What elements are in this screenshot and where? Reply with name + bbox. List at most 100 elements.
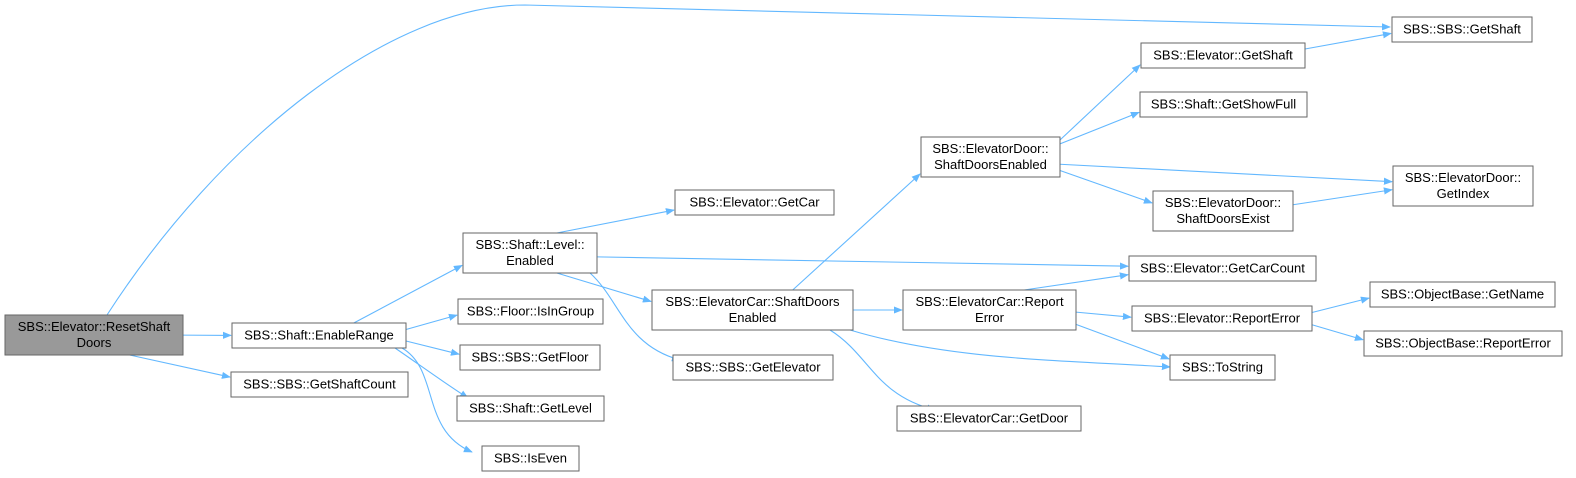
node-carshaftdoors[interactable]: SBS::ElevatorCar::ShaftDoorsEnabled (651, 289, 854, 331)
edge-enablerange-to-isingroup (405, 313, 458, 331)
node-label: SBS::Shaft::Level:: (475, 237, 584, 252)
edge-enablerange-to-iseven (401, 347, 473, 453)
node-box (1369, 281, 1556, 308)
node-box (4, 314, 184, 356)
edge-enablerange-to-levelenabled (353, 264, 463, 324)
node-label: SBS::SBS::GetElevator (685, 360, 821, 375)
edge-elevreporterror-to-getname (1311, 296, 1370, 314)
node-getelevator[interactable]: SBS::SBS::GetElevator (672, 354, 834, 381)
node-box (1139, 91, 1308, 118)
edge-elevgetshaft-to-sbsgetshaft (1304, 31, 1392, 50)
node-box (1392, 165, 1534, 207)
node-enablerange[interactable]: SBS::Shaft::EnableRange (231, 322, 407, 349)
node-label: SBS::Shaft::GetShowFull (1151, 97, 1296, 112)
node-box (459, 344, 601, 371)
edge-shaftdoorsexist-to-getindex (1292, 187, 1393, 206)
node-levelenabled[interactable]: SBS::Shaft::Level::Enabled (462, 232, 598, 274)
node-getcarcount[interactable]: SBS::Elevator::GetCarCount (1128, 255, 1317, 282)
node-label: SBS::Elevator::ResetShaft (18, 319, 171, 334)
edge-levelenabled-to-getcarcount (596, 256, 1129, 270)
node-box (651, 289, 854, 331)
node-getdoor[interactable]: SBS::ElevatorCar::GetDoor (896, 405, 1082, 432)
edge-enablerange-to-getlevel (394, 347, 469, 399)
node-box (230, 371, 409, 398)
node-label: SBS::ToString (1182, 360, 1263, 375)
node-isingroup[interactable]: SBS::Floor::IsInGroup (457, 298, 604, 325)
edge-carshaftdoors-to-getdoor (829, 329, 936, 412)
node-label: SBS::Shaft::GetLevel (469, 401, 592, 416)
node-label: SBS::Elevator::GetCarCount (1140, 261, 1305, 276)
node-elevreporterror[interactable]: SBS::Elevator::ReportError (1131, 305, 1313, 332)
node-label: SBS::SBS::GetShaftCount (243, 377, 396, 392)
node-label: GetIndex (1437, 186, 1490, 201)
node-label: ShaftDoorsEnabled (934, 157, 1047, 172)
node-box (920, 136, 1061, 178)
node-tostring[interactable]: SBS::ToString (1169, 354, 1276, 381)
node-getshowfull[interactable]: SBS::Shaft::GetShowFull (1139, 91, 1308, 118)
node-box (1131, 305, 1313, 332)
node-label: SBS::SBS::GetFloor (471, 350, 589, 365)
node-label: SBS::ElevatorCar::Report (915, 294, 1064, 309)
node-box (456, 395, 605, 422)
node-label: SBS::Elevator::GetShaft (1153, 48, 1293, 63)
node-label: Enabled (729, 310, 777, 325)
node-label: ShaftDoorsExist (1176, 211, 1270, 226)
node-sbsgetshaft[interactable]: SBS::SBS::GetShaft (1391, 16, 1533, 43)
edge-levelenabled-to-getelevator (589, 272, 681, 362)
edge-enablerange-to-getfloor (405, 340, 460, 356)
edges-layer (106, 4, 1393, 453)
edge-carshaftdoors-to-tostring (849, 329, 1171, 371)
node-label: SBS::ElevatorCar::GetDoor (910, 411, 1069, 426)
node-label: SBS::Floor::IsInGroup (467, 304, 594, 319)
edge-reset-to-getshaftcount (129, 354, 231, 379)
node-box (1128, 255, 1317, 282)
edge-doorshaftdoors-to-elevgetshaft (1059, 64, 1141, 141)
node-label: Enabled (506, 253, 554, 268)
edge-reset-to-sbsgetshaft (106, 4, 1391, 316)
node-elevgetshaft[interactable]: SBS::Elevator::GetShaft (1140, 42, 1306, 69)
node-getlevel[interactable]: SBS::Shaft::GetLevel (456, 395, 605, 422)
node-label: SBS::ElevatorDoor:: (1165, 195, 1281, 210)
node-label: SBS::IsEven (494, 451, 567, 466)
node-box (457, 298, 604, 325)
node-shaftdoorsexist[interactable]: SBS::ElevatorDoor::ShaftDoorsExist (1152, 190, 1294, 232)
node-getshaftcount[interactable]: SBS::SBS::GetShaftCount (230, 371, 409, 398)
node-box (1152, 190, 1294, 232)
node-objreporterror[interactable]: SBS::ObjectBase::ReportError (1363, 330, 1563, 357)
node-label: SBS::Elevator::ReportError (1144, 311, 1301, 326)
node-box (674, 189, 835, 216)
node-label: SBS::SBS::GetShaft (1403, 22, 1521, 37)
node-box (462, 232, 598, 274)
node-label: SBS::ObjectBase::ReportError (1375, 336, 1551, 351)
node-getcar[interactable]: SBS::Elevator::GetCar (674, 189, 835, 216)
edge-carreporterror-to-tostring (1075, 323, 1170, 360)
edge-elevreporterror-to-objreporterror (1311, 324, 1364, 341)
edge-doorshaftdoors-to-getshowfull (1059, 111, 1140, 145)
node-getfloor[interactable]: SBS::SBS::GetFloor (459, 344, 601, 371)
node-box (1140, 42, 1306, 69)
node-label: SBS::ElevatorDoor:: (1405, 170, 1521, 185)
node-label: Error (975, 310, 1005, 325)
edge-levelenabled-to-getcar (556, 208, 675, 234)
node-carreporterror[interactable]: SBS::ElevatorCar::ReportError (902, 289, 1077, 331)
node-label: SBS::ElevatorDoor:: (932, 141, 1048, 156)
node-box (481, 445, 580, 472)
node-label: SBS::ObjectBase::GetName (1381, 287, 1544, 302)
edge-levelenabled-to-carshaftdoors (556, 272, 652, 303)
node-box (902, 289, 1077, 331)
node-doorshaftdoors[interactable]: SBS::ElevatorDoor::ShaftDoorsEnabled (920, 136, 1061, 178)
node-label: SBS::Shaft::EnableRange (244, 328, 394, 343)
node-label: Doors (77, 335, 112, 350)
node-box (896, 405, 1082, 432)
node-box (1391, 16, 1533, 43)
edge-doorshaftdoors-to-getindex (1059, 163, 1393, 185)
node-iseven[interactable]: SBS::IsEven (481, 445, 580, 472)
node-getindex[interactable]: SBS::ElevatorDoor::GetIndex (1392, 165, 1534, 207)
edge-carreporterror-to-elevreporterror (1075, 311, 1132, 321)
node-getname[interactable]: SBS::ObjectBase::GetName (1369, 281, 1556, 308)
node-box (1169, 354, 1276, 381)
edge-carreporterror-to-getcarcount (1024, 272, 1129, 291)
